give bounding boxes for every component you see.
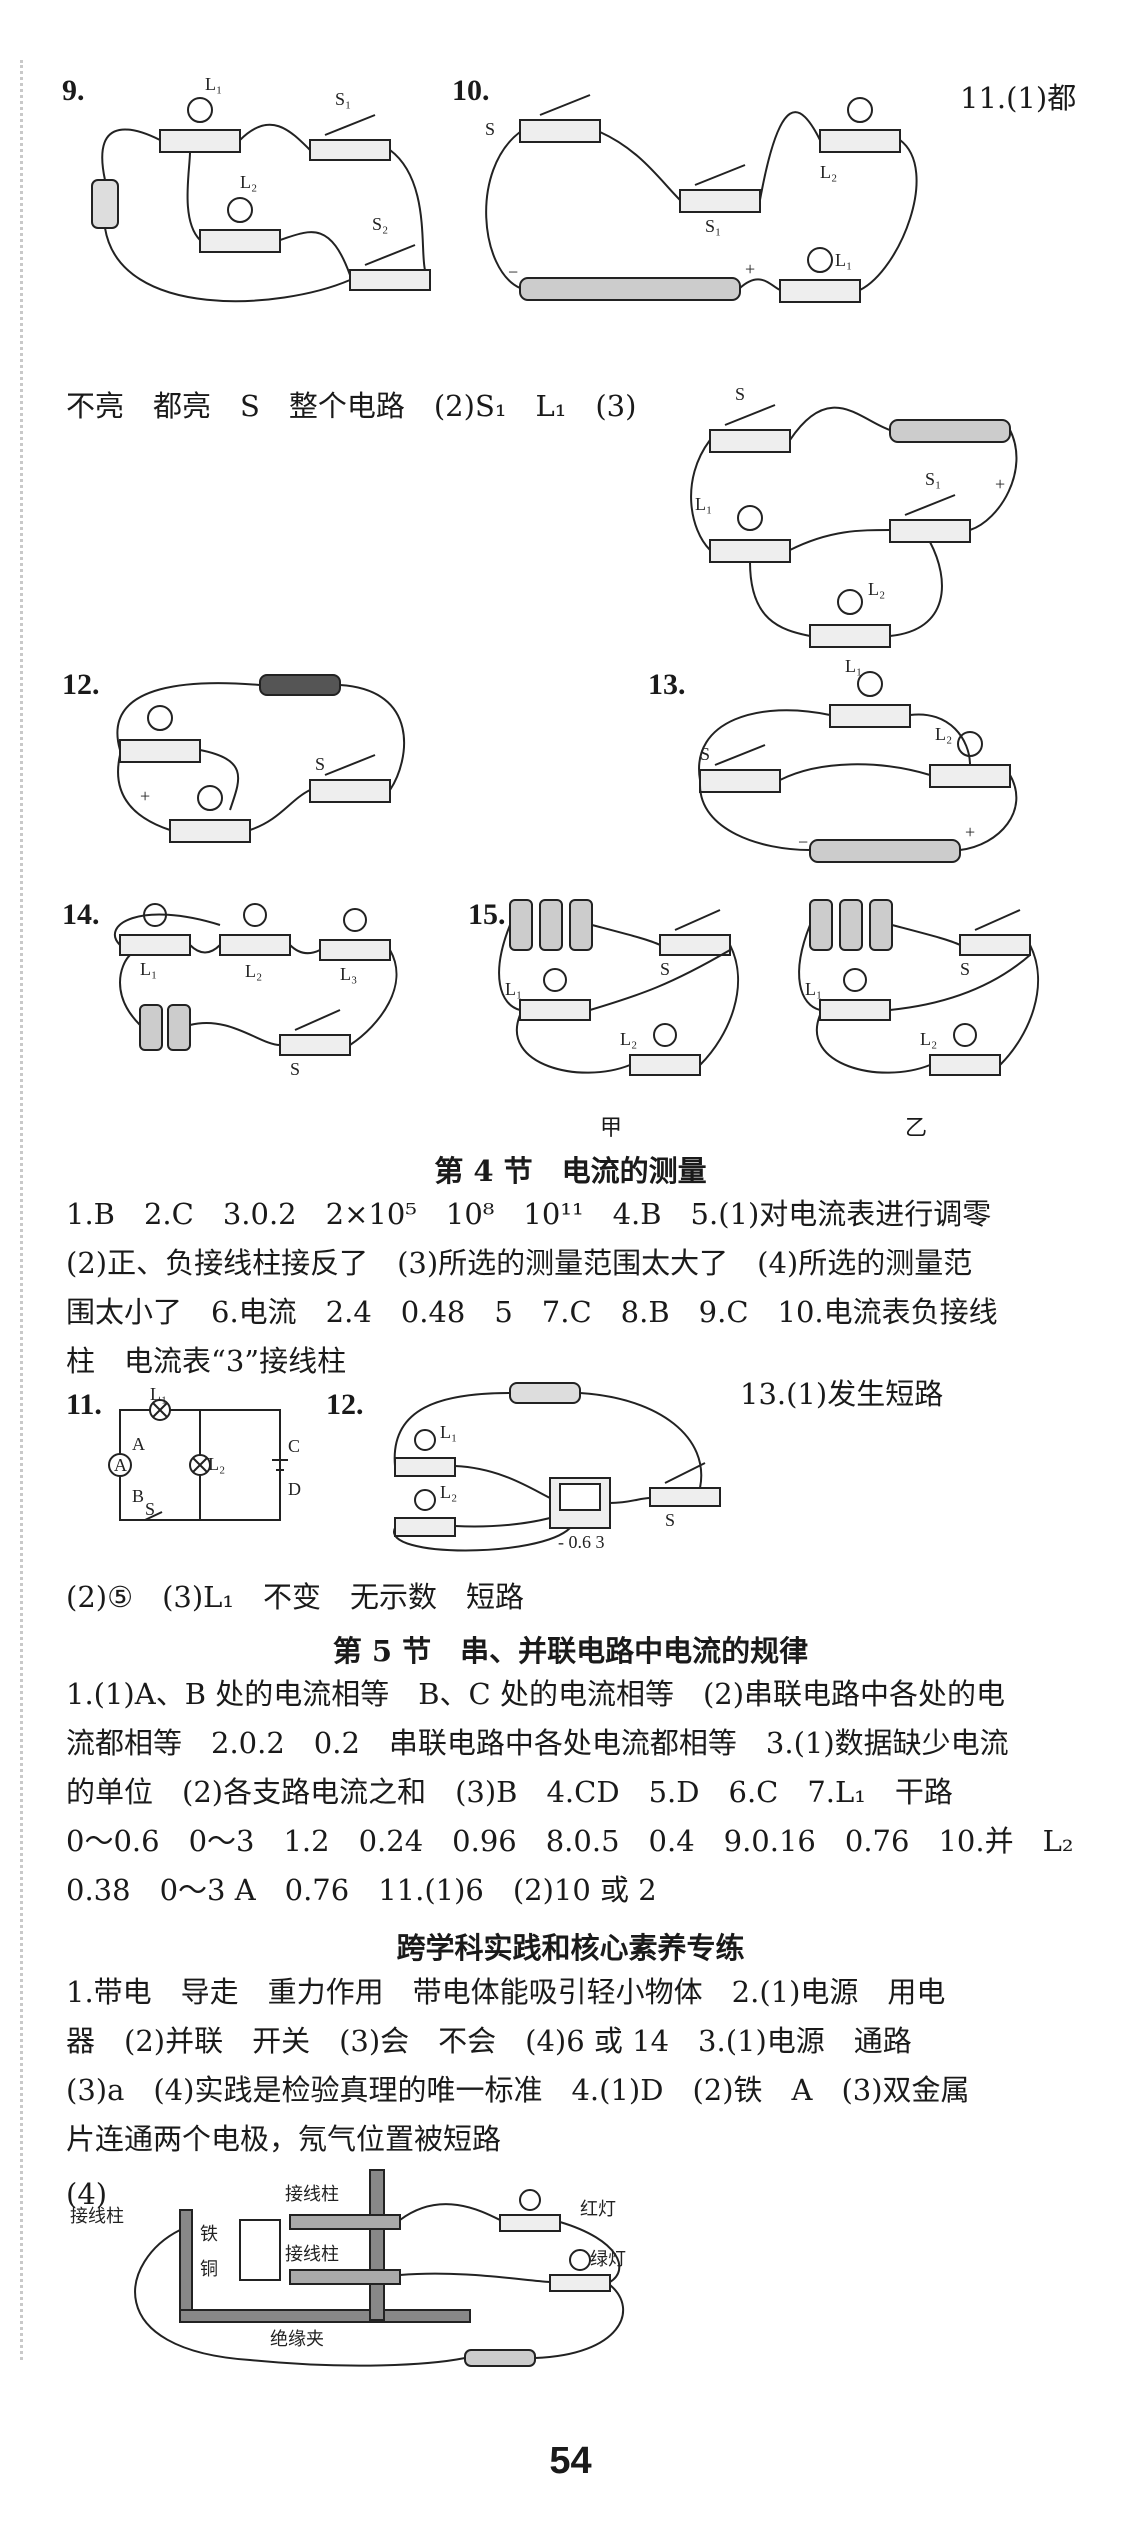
- sec4-line-1: 1.B 2.C 3.0.2 2×10⁵ 10⁸ 10¹¹ 4.B 5.(1)对电…: [66, 1197, 992, 1231]
- q14-circuit-figure: L₁ L₂ L₃ S: [113, 903, 398, 1079]
- svg-text:B: B: [132, 1486, 144, 1506]
- section-4-title: 第 4 节 电流的测量: [434, 1154, 707, 1188]
- svg-text:接线柱: 接线柱: [285, 2244, 339, 2264]
- svg-text:S: S: [665, 1510, 675, 1530]
- sec5-line-1: 1.(1)A、B 处的电流相等 B、C 处的电流相等 (2)串联电路中各处的电: [66, 1677, 1006, 1711]
- sec4-line-2: (2)正、负接线柱接反了 (3)所选的测量范围太大了 (4)所选的测量范: [66, 1246, 973, 1280]
- svg-text:A: A: [132, 1434, 145, 1454]
- svg-text:+: +: [995, 474, 1005, 494]
- q15-caption-jia: 甲: [600, 1116, 623, 1141]
- svg-text:S: S: [960, 959, 970, 979]
- svg-text:A: A: [114, 1455, 127, 1475]
- svg-text:L₁: L₁: [845, 656, 862, 676]
- sec6-line-1: 1.带电 导走 重力作用 带电体能吸引轻小物体 2.(1)电源 用电: [66, 1975, 946, 2009]
- sec4-q13-answer: 13.(1)发生短路: [740, 1377, 944, 1411]
- sec4-q11-circuit-figure: L₁ L₂ A A B C D S: [108, 1384, 301, 1521]
- svg-text:S₁: S₁: [335, 89, 351, 109]
- svg-text:C: C: [288, 1436, 300, 1456]
- q10-circuit-figure: S S₁ L₂ L₁ − +: [485, 94, 918, 303]
- svg-text:S: S: [290, 1059, 300, 1079]
- page-number: 54: [549, 2440, 592, 2482]
- sec6-line-4: 片连通两个电极，氖气位置被短路: [66, 2122, 502, 2156]
- q13-circuit-figure: L₁ L₂ S − +: [698, 656, 1018, 863]
- sec5-line-4: 0～0.6 0～3 1.2 0.24 0.96 8.0.5 0.4 9.0.16…: [66, 1824, 1074, 1858]
- svg-text:S: S: [145, 1499, 155, 1519]
- alarm-circuit-figure: 接线柱 红灯 绿灯 接线柱 接线柱 铁 铜 绝缘夹: [70, 2169, 626, 2367]
- svg-text:铜: 铜: [200, 2259, 218, 2279]
- q15-figure-jia: S L₁ L₂: [498, 899, 739, 1076]
- svg-text:接线柱: 接线柱: [285, 2184, 339, 2204]
- svg-text:S₁: S₁: [925, 469, 941, 489]
- sec5-line-3: 的单位 (2)各支路电流之和 (3)B 4.CD 5.D 6.C 7.L₁ 干路: [66, 1775, 953, 1809]
- sec4-q12-circuit-figure: L₁ L₂ S - 0.6 3: [393, 1382, 721, 1552]
- svg-text:L₂: L₂: [820, 162, 837, 182]
- q10-number: 10.: [452, 74, 490, 107]
- svg-text:−: −: [798, 832, 808, 852]
- q11-answer-continued: 不亮 都亮 S 整个电路 (2)S₁ L₁ (3): [66, 389, 637, 423]
- svg-text:L₁: L₁: [205, 74, 222, 94]
- svg-text:S: S: [315, 754, 325, 774]
- q15-number: 15.: [468, 898, 506, 931]
- svg-text:+: +: [745, 259, 755, 279]
- q9-number: 9.: [62, 74, 85, 107]
- svg-text:L₂: L₂: [868, 579, 885, 599]
- section-6-title: 跨学科实践和核心素养专练: [396, 1931, 745, 1965]
- q12-number: 12.: [62, 668, 100, 701]
- svg-text:接线柱: 接线柱: [70, 2206, 124, 2226]
- svg-text:L₂: L₂: [935, 724, 952, 744]
- q9-circuit-figure: L₁ L₂ S₁ S₂: [91, 74, 431, 303]
- sec5-line-5: 0.38 0～3 A 0.76 11.(1)6 (2)10 或 2: [66, 1873, 657, 1907]
- sec5-line-2: 流都相等 2.0.2 0.2 串联电路中各处电流都相等 3.(1)数据缺少电流: [66, 1726, 1009, 1760]
- svg-text:L₂: L₂: [240, 172, 257, 192]
- svg-text:L₁: L₁: [505, 979, 522, 999]
- svg-text:+: +: [965, 822, 975, 842]
- svg-text:铁: 铁: [200, 2224, 218, 2244]
- svg-text:绝缘夹: 绝缘夹: [270, 2329, 324, 2349]
- svg-text:L₃: L₃: [340, 964, 357, 984]
- svg-text:L₂: L₂: [440, 1482, 457, 1502]
- svg-text:L₁: L₁: [805, 979, 822, 999]
- q11-circuit-figure: S L₁ S₁ + L₂: [690, 384, 1018, 648]
- svg-text:−: −: [508, 262, 518, 282]
- sec6-line-2: 器 (2)并联 开关 (3)会 不会 (4)6 或 14 3.(1)电源 通路: [66, 2024, 912, 2058]
- sec4-line-4: 柱 电流表“3”接线柱: [66, 1344, 347, 1378]
- svg-text:L₂: L₂: [920, 1029, 937, 1049]
- q15-caption-yi: 乙: [905, 1116, 928, 1141]
- q11-answer-start: 11.(1)都: [960, 81, 1077, 115]
- svg-text:L₁: L₁: [695, 494, 712, 514]
- svg-text:S: S: [485, 119, 495, 139]
- svg-text:S: S: [660, 959, 670, 979]
- sec4-q11-number: 11.: [66, 1388, 102, 1421]
- q14-number: 14.: [62, 898, 100, 931]
- svg-text:L₂: L₂: [208, 1454, 225, 1474]
- q13-number: 13.: [648, 668, 686, 701]
- svg-text:L₂: L₂: [245, 961, 262, 981]
- svg-text:L₂: L₂: [620, 1029, 637, 1049]
- margin-dotted-rule: [20, 60, 23, 2360]
- svg-text:S: S: [700, 744, 710, 764]
- svg-text:绿灯: 绿灯: [590, 2249, 626, 2269]
- svg-text:+: +: [140, 786, 150, 806]
- sec4-line-3: 围太小了 6.电流 2.4 0.48 5 7.C 8.B 9.C 10.电流表负…: [66, 1295, 998, 1329]
- q12-circuit-figure: S +: [116, 674, 405, 843]
- svg-text:红灯: 红灯: [580, 2199, 616, 2219]
- sec4-tail: (2)⑤ (3)L₁ 不变 无示数 短路: [66, 1580, 525, 1614]
- section-5-title: 第 5 节 串、并联电路中电流的规律: [332, 1634, 809, 1668]
- svg-text:S: S: [735, 384, 745, 404]
- sec6-q4-label: (4): [66, 2177, 108, 2211]
- svg-text:S₁: S₁: [705, 216, 721, 236]
- svg-text:D: D: [288, 1479, 301, 1499]
- svg-text:- 0.6 3: - 0.6 3: [558, 1532, 605, 1552]
- sec6-line-3: (3)a (4)实践是检验真理的唯一标准 4.(1)D (2)铁 A (3)双金…: [66, 2073, 970, 2107]
- svg-text:L₁: L₁: [150, 1384, 167, 1404]
- svg-text:L₁: L₁: [140, 959, 157, 979]
- svg-text:L₁: L₁: [440, 1422, 457, 1442]
- svg-text:L₁: L₁: [835, 250, 852, 270]
- q15-figure-yi: S L₁ L₂: [798, 899, 1039, 1076]
- svg-text:S₂: S₂: [372, 214, 388, 234]
- sec4-q12-number: 12.: [326, 1388, 364, 1421]
